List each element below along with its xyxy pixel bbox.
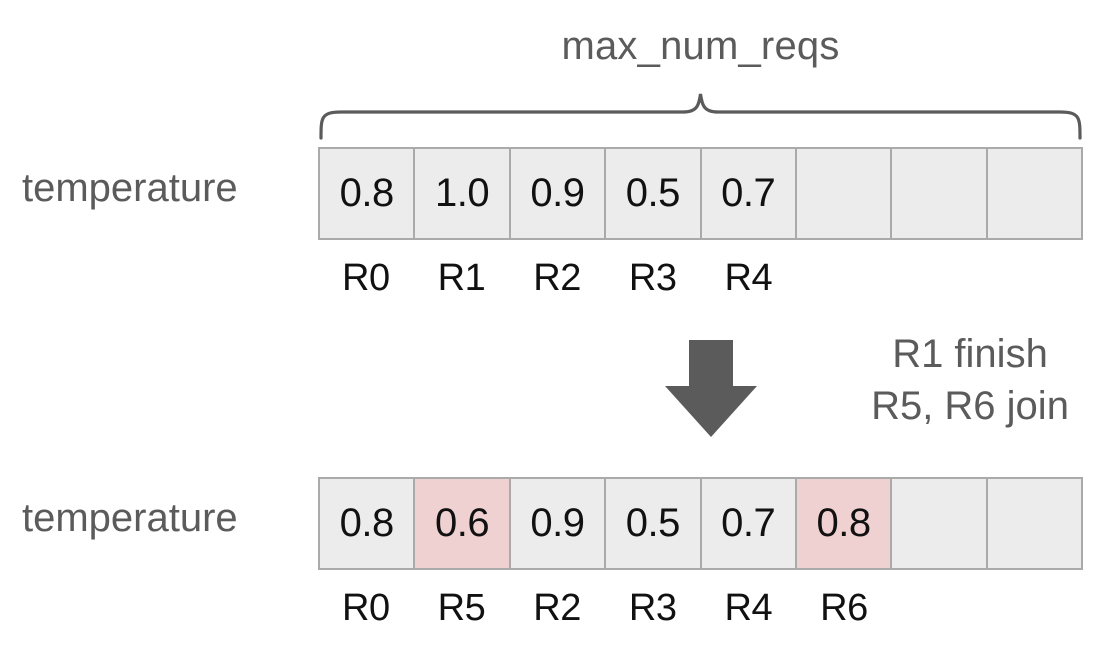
table-cell[interactable]: 0.8 xyxy=(320,149,416,238)
table-cell[interactable]: 0.5 xyxy=(606,479,702,568)
table-cell-empty[interactable] xyxy=(987,149,1081,238)
table-cell[interactable]: 0.7 xyxy=(701,479,797,568)
table-cell[interactable]: 0.9 xyxy=(510,149,607,238)
temperature-grid-before: 0.8 1.0 0.9 0.5 0.7 xyxy=(318,147,1083,240)
request-id-row-before: R0 R1 R2 R3 R4 xyxy=(318,254,1083,302)
brace-label: max_num_reqs xyxy=(561,24,840,68)
request-id-label: R3 xyxy=(628,256,677,299)
table-cell-empty[interactable] xyxy=(892,479,988,568)
transition-note: R1 finish R5, R6 join xyxy=(845,328,1095,432)
request-id-label: R5 xyxy=(437,586,486,629)
request-id-label: R4 xyxy=(724,256,773,299)
table-cell-highlighted[interactable]: 0.8 xyxy=(796,479,893,568)
request-id-label: R3 xyxy=(628,586,677,629)
table-cell[interactable]: 1.0 xyxy=(415,149,511,238)
request-id-label: R0 xyxy=(342,256,390,299)
transition-note-line-2: R5, R6 join xyxy=(871,384,1069,428)
request-id-label: R1 xyxy=(437,256,486,299)
request-id-row-after: R0 R5 R2 R3 R4 R6 xyxy=(318,584,1083,632)
table-cell-empty[interactable] xyxy=(987,479,1081,568)
request-id-label: R6 xyxy=(820,586,868,629)
table-cell[interactable]: 0.9 xyxy=(510,479,607,568)
request-id-label: R4 xyxy=(724,586,773,629)
row-label-temperature-before: temperature xyxy=(22,166,238,210)
table-cell[interactable]: 0.7 xyxy=(701,149,797,238)
row-label-temperature-after: temperature xyxy=(22,496,238,540)
table-cell[interactable]: 0.5 xyxy=(606,149,702,238)
temperature-grid-after: 0.8 0.6 0.9 0.5 0.7 0.8 xyxy=(318,477,1083,570)
request-id-label: R0 xyxy=(342,586,390,629)
table-cell-highlighted[interactable]: 0.6 xyxy=(415,479,511,568)
transition-note-line-1: R1 finish xyxy=(892,332,1048,376)
request-id-label: R2 xyxy=(533,256,581,299)
curly-brace-icon xyxy=(319,93,1082,140)
request-id-label-empty xyxy=(987,254,1083,302)
request-id-label-empty xyxy=(892,254,988,302)
table-cell-empty[interactable] xyxy=(796,149,893,238)
request-id-label: R2 xyxy=(533,586,581,629)
request-id-label-empty xyxy=(987,584,1083,632)
table-cell-empty[interactable] xyxy=(892,149,988,238)
down-arrow-icon xyxy=(665,340,757,437)
request-id-label-empty xyxy=(796,254,892,302)
table-cell[interactable]: 0.8 xyxy=(320,479,416,568)
request-id-label-empty xyxy=(892,584,988,632)
